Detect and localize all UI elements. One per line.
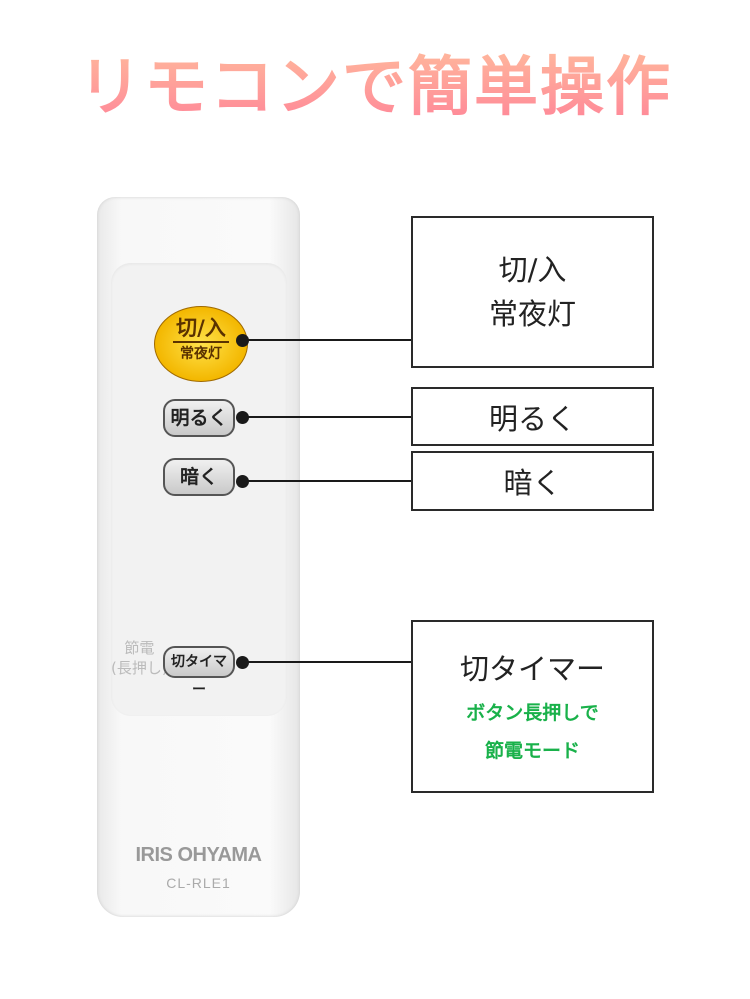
callout-darker-text: 暗く xyxy=(503,466,562,500)
timer-button[interactable]: 切タイマー xyxy=(163,646,235,698)
callout-power: 切/入 常夜灯 xyxy=(411,216,654,368)
brighter-button[interactable]: 明るく xyxy=(163,399,235,437)
darker-button[interactable]: 暗く xyxy=(163,458,235,496)
callout-power-line2: 常夜灯 xyxy=(488,297,576,331)
callout-line xyxy=(242,480,412,482)
callout-timer-note-2: 節電モード xyxy=(484,739,580,762)
callout-brighter-text: 明るく xyxy=(488,401,576,436)
model-number: CL-RLE1 xyxy=(166,875,231,891)
callout-timer-note-1: ボタン長押しで xyxy=(466,701,599,724)
callout-line xyxy=(242,661,412,663)
callout-power-line1: 切/入 xyxy=(498,253,567,287)
remote-control: 切/入 常夜灯 明るく 暗く 節電 (長押し) 切タイマー IRIS OHYAM… xyxy=(97,197,300,917)
brand-logo: IRIS OHYAMA xyxy=(135,844,262,866)
callout-brighter: 明るく xyxy=(411,387,654,446)
power-save-label: 節電 (長押し) xyxy=(111,638,168,678)
callout-line xyxy=(242,339,412,341)
side-label-1: 節電 xyxy=(124,639,155,657)
callout-darker: 暗く xyxy=(411,451,654,511)
power-button[interactable]: 切/入 常夜灯 xyxy=(154,306,248,382)
page-title: リモコンで簡単操作 xyxy=(0,48,750,128)
nightlight-label: 常夜灯 xyxy=(180,346,222,362)
side-label-2: (長押し) xyxy=(111,659,168,677)
power-label: 切/入 xyxy=(173,315,229,343)
callout-line xyxy=(242,416,412,418)
callout-timer-text: 切タイマー xyxy=(459,651,605,686)
callout-timer: 切タイマー ボタン長押しで 節電モード xyxy=(411,620,654,793)
